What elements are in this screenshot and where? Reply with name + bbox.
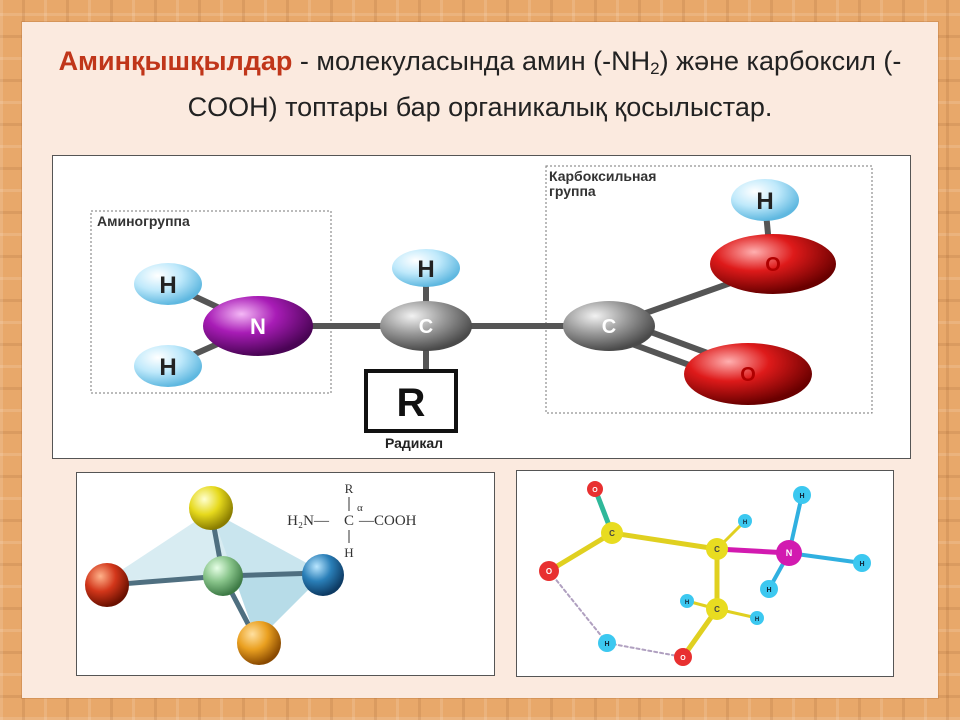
sphere-yellow [189,486,233,530]
atom-h-top-left: H [134,263,202,305]
title-dash: - [292,46,317,76]
model-atom-n: N [776,540,802,566]
title-subscript: 2 [650,59,660,78]
formula-h: H [344,545,353,560]
formula-r: R [345,481,354,496]
model-atom-h5: H [680,594,694,608]
atom-h-carboxyl: H [731,179,799,221]
model-atom-h3: H [853,554,871,572]
model-atom-h4: H [760,580,778,598]
svg-text:H: H [799,493,804,500]
model-atom-ca: C [706,538,728,560]
radical-letter: R [397,381,426,425]
svg-text:N: N [250,314,266,339]
carboxyl-group-label-line1: Карбоксильная [549,168,656,184]
radical-box: R [364,369,458,433]
formula-center: C [344,513,354,529]
svg-text:H: H [159,354,176,381]
svg-text:O: O [592,487,598,494]
svg-text:H: H [604,641,609,648]
tetrahedral-model-panel: R α H₂N— C —COOH H [76,472,495,676]
svg-text:C: C [419,316,433,338]
model-atom-h1: H [738,514,752,528]
sphere-blue [302,554,344,596]
atom-o-double: O [684,343,812,405]
model-atom-h6: H [750,611,764,625]
tetrahedral-svg: R α H₂N— C —COOH H [85,481,417,665]
model-atom-o3: O [674,648,692,666]
atom-nitrogen: N [203,296,313,356]
atom-c-alpha: C [380,301,472,351]
term-amino-acids: Аминқышқылдар [58,46,293,76]
svg-text:C: C [602,316,616,338]
structural-formula: R α H₂N— C —COOH H [287,481,417,560]
svg-text:H: H [685,600,689,606]
formula-right: —COOH [358,513,417,529]
atom-h-alpha: H [392,249,460,287]
svg-text:C: C [714,545,720,554]
formula-left: H₂N— [287,513,330,529]
svg-text:H: H [766,587,771,594]
formula-alpha: α [357,502,363,514]
ball-and-stick-model-panel: O C O H C N H H H C H H H O [516,470,894,677]
atom-o-hydroxyl: O [710,234,836,294]
svg-text:N: N [786,548,793,558]
model-atom-h2: H [793,486,811,504]
svg-text:O: O [740,364,756,386]
model-atom-o2: O [539,561,559,581]
svg-text:H: H [159,272,176,299]
svg-text:H: H [743,520,747,526]
ball-and-stick-svg: O C O H C N H H H C H H H O [539,481,871,666]
sphere-red [85,563,129,607]
radical-label: Радикал [385,435,443,451]
amino-group-label: Аминогруппа [97,213,190,229]
svg-text:C: C [714,605,720,614]
atom-h-bottom-left: H [134,345,202,387]
model-atom-o1: O [587,481,603,497]
title-text-part-2: ) және карбоксил (-COOH) топтары бар орг… [187,46,902,122]
model-bonds [546,486,864,660]
svg-text:C: C [609,529,615,538]
sphere-green-center [203,556,243,596]
svg-text:H: H [417,256,434,283]
model-atom-cb: C [706,598,728,620]
sphere-orange [237,621,281,665]
carboxyl-group-label-line2: группа [549,183,596,199]
bonds [165,199,776,387]
svg-text:H: H [755,617,759,623]
svg-text:O: O [680,655,686,662]
title-text-part-1: молекуласында амин (-NH [316,46,651,76]
svg-text:H: H [756,188,773,215]
carboxyl-group-frame [545,165,873,414]
svg-text:O: O [546,567,552,576]
amino-acid-structure-diagram: Аминогруппа Карбоксильная группа H H N [52,155,911,459]
slide-title: Аминқышқылдар - молекуласында амин (-NH2… [40,42,920,126]
svg-text:O: O [765,254,781,276]
atom-c-carboxyl: C [563,301,655,351]
model-atoms: O C O H C N H H H C H H H O [539,481,871,666]
structure-svg: Аминогруппа Карбоксильная группа H H N [90,165,873,451]
svg-text:H: H [859,561,864,568]
model-atom-h7: H [598,634,616,652]
amino-group-frame [90,210,332,394]
model-atom-c1: C [601,522,623,544]
